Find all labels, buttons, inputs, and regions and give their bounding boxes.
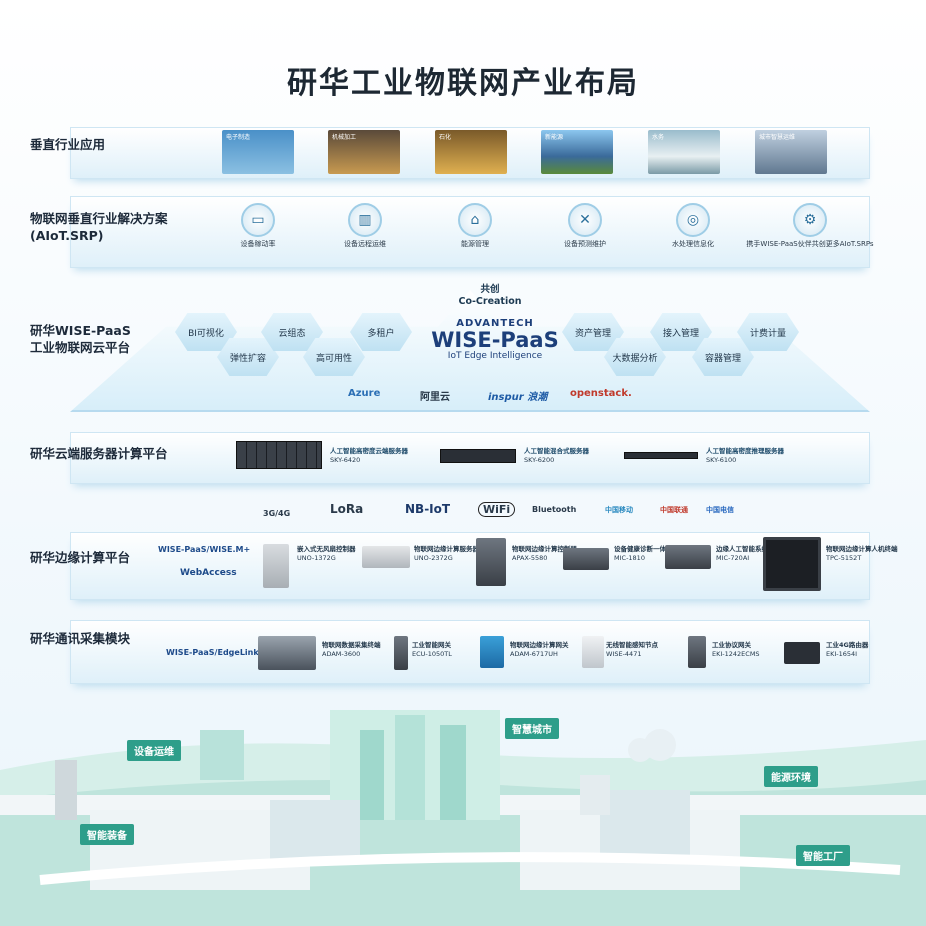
- layer-edge: [70, 532, 870, 600]
- solution-oee: ▭设备稼动率: [203, 203, 313, 249]
- device-eki1654i-image: [784, 642, 820, 664]
- smart-city-illustration: [0, 710, 926, 926]
- solution-water: ◎水处理信息化: [638, 203, 748, 249]
- partner-azure: Azure: [348, 388, 381, 399]
- protocol-wifi: WiFi: [478, 502, 516, 517]
- page-title: 研华工业物联网产业布局: [287, 66, 639, 101]
- city-label-smart-city: 智慧城市: [505, 718, 559, 739]
- industry-image-machining: 机械加工: [328, 130, 400, 174]
- wise-paas-product: WISE-PaaS: [431, 328, 559, 352]
- hex-ha: 高可用性: [303, 338, 365, 376]
- device-uno1372g-image: [263, 544, 289, 588]
- partner-aliyun: 阿里云: [420, 392, 450, 403]
- solution-predictive: ✕设备预测维护: [530, 203, 640, 249]
- layer-solutions-label: 物联网垂直行业解决方案(AIoT.SRP): [30, 211, 168, 243]
- hex-bigdata: 大数据分析: [604, 338, 666, 376]
- device-adam6717uh-image: [480, 636, 504, 668]
- layer-comm-label: 研华通讯采集模块: [30, 631, 131, 646]
- industry-image-city: 城市智慧运维: [755, 130, 827, 174]
- solution-partner: ⚙携手WISE-PaaS伙伴共创更多AIoT.SRPs: [745, 203, 875, 249]
- factory-icon: ⌂: [458, 203, 492, 237]
- city-label-factory: 智能工厂: [796, 845, 850, 866]
- edge-brand-wisem: WISE-PaaS/WISE.M+: [158, 545, 251, 554]
- server-sky6420-image: [236, 441, 322, 469]
- city-label-energy: 能源环境: [764, 766, 818, 787]
- device-mic1810-image: [563, 548, 609, 570]
- device-adam3600-image: [258, 636, 316, 670]
- carrier-china-mobile: 中国移动: [605, 506, 633, 514]
- industry-image-new-energy: 新能源: [541, 130, 613, 174]
- partner-openstack: openstack.: [570, 388, 632, 399]
- hex-container: 容器管理: [692, 338, 754, 376]
- comm-brand-edgelink: WISE-PaaS/EdgeLink: [166, 648, 259, 657]
- solution-remote-ops: ▥设备远程运维: [310, 203, 420, 249]
- protocol-lora: LoRa: [330, 502, 364, 516]
- server-sky6100-image: [624, 452, 698, 459]
- industry-image-water: 水务: [648, 130, 720, 174]
- solution-energy: ⌂能源管理: [420, 203, 530, 249]
- protocol-3g4g: 3G/4G: [263, 509, 291, 518]
- edge-brand-webaccess: WebAccess: [180, 568, 237, 578]
- carrier-china-telecom: 中国电信: [706, 506, 734, 514]
- layer-server-label: 研华云端服务器计算平台: [30, 446, 168, 461]
- device-apax5580-image: [476, 538, 506, 586]
- industry-image-petrochem: 石化: [435, 130, 507, 174]
- water-icon: ◎: [676, 203, 710, 237]
- hex-billing: 计费计量: [737, 313, 799, 351]
- device-eki1242-image: [688, 636, 706, 668]
- partner-icon: ⚙: [793, 203, 827, 237]
- device-ecu1050tl-image: [394, 636, 408, 670]
- hex-multitenant: 多租户: [350, 313, 412, 351]
- device-tpc5152t-image: [763, 537, 821, 591]
- layer-edge-label: 研华边缘计算平台: [30, 550, 131, 565]
- advantech-brand: ADVANTECH: [456, 318, 534, 329]
- protocol-bluetooth: Bluetooth: [532, 505, 577, 514]
- layer-comm: [70, 620, 870, 684]
- city-label-maintenance: 设备运维: [127, 740, 181, 761]
- building-icon: ▥: [348, 203, 382, 237]
- wise-paas-tagline: IoT Edge Intelligence: [447, 351, 543, 361]
- wise-paas-logo: ADVANTECH WISE-PaaS IoT Edge Intelligenc…: [420, 318, 570, 361]
- monitor-icon: ▭: [241, 203, 275, 237]
- device-wise4471-image: [582, 636, 604, 668]
- industry-image-electronics: 电子制造: [222, 130, 294, 174]
- layer-vertical-label: 垂直行业应用: [30, 137, 106, 152]
- server-sky6200-image: [440, 449, 516, 463]
- device-uno2372g-image: [362, 546, 410, 568]
- wrench-icon: ✕: [568, 203, 602, 237]
- city-label-equipment: 智能装备: [80, 824, 134, 845]
- partner-inspur: inspur 浪潮: [488, 392, 548, 403]
- protocol-nbiot: NB-IoT: [405, 502, 451, 516]
- hex-elastic: 弹性扩容: [217, 338, 279, 376]
- carrier-china-unicom: 中国联通: [660, 506, 688, 514]
- device-mic720ai-image: [665, 545, 711, 569]
